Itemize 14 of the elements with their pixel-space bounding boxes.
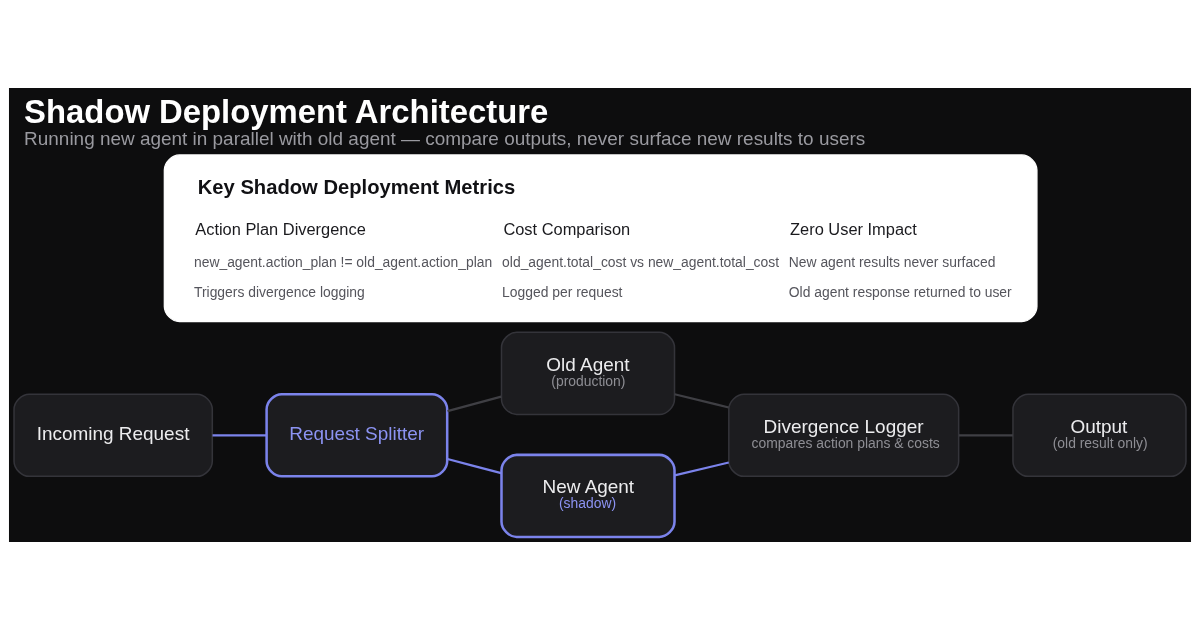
node-box: New Agent (shadow) bbox=[500, 453, 676, 539]
connector bbox=[447, 395, 502, 413]
node-box: Divergence Logger compares action plans & costs bbox=[728, 393, 960, 478]
node-box: Key Shadow Deployment Metrics Action Plan Divergence Cost Comparison Zero User Impact new_agent.action_plan != old_agent.action_plan old_agent.total_cost vs new_agent.total_cost New agent results never surfaced Triggers divergence logging Logged per request Old agent response returned to user bbox=[163, 154, 1038, 323]
node-box: Old Agent (production) bbox=[500, 331, 676, 416]
node-box: Output (old result only) bbox=[1012, 393, 1187, 478]
connector bbox=[447, 457, 502, 475]
connector bbox=[674, 461, 729, 477]
diagram-title: Shadow Deployment Architecture bbox=[24, 93, 549, 131]
connector bbox=[959, 434, 1013, 437]
node-box: Request Splitter bbox=[265, 392, 449, 478]
connector bbox=[674, 393, 729, 409]
node-box: Incoming Request bbox=[13, 393, 214, 478]
connector bbox=[212, 434, 267, 437]
